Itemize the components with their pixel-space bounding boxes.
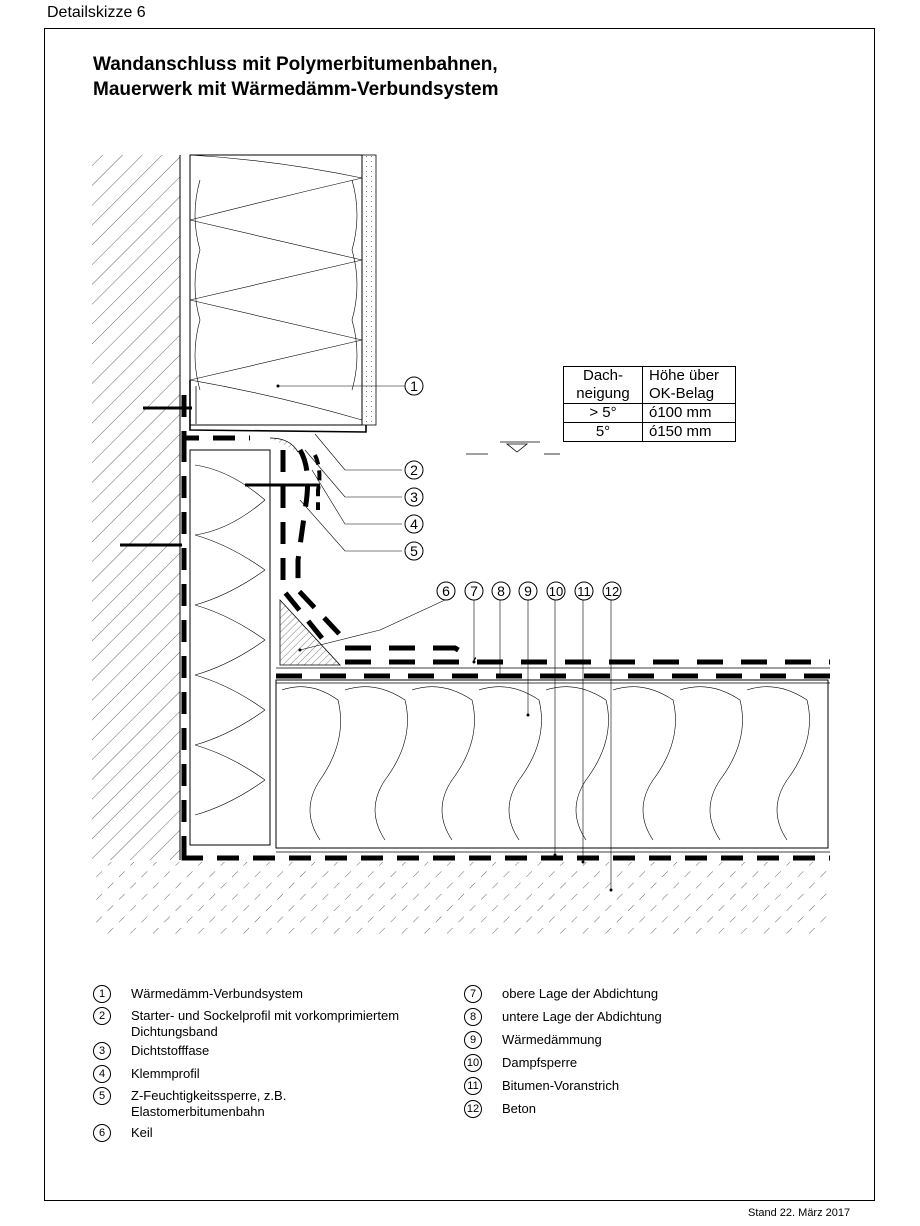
svg-text:12: 12 [605, 584, 619, 599]
legend-text: Bitumen-Voranstrich [502, 1078, 620, 1093]
callout-3: 3 [404, 487, 424, 507]
svg-text:9: 9 [524, 583, 532, 599]
leader-lines [278, 385, 612, 890]
legend-text: Beton [502, 1101, 536, 1116]
legend-text: obere Lage der Abdichtung [502, 986, 659, 1001]
svg-text:4: 4 [410, 516, 418, 532]
callout-2: 2 [404, 460, 424, 480]
legend-number: 8 [464, 1008, 482, 1026]
legend-number: 10 [464, 1054, 482, 1072]
callout-1: 1 [404, 376, 424, 396]
drawing-title: Wandanschluss mit Polymerbitumenbahnen, … [93, 52, 498, 102]
callout-8: 8 [491, 581, 511, 601]
moisture-barrier [181, 395, 830, 861]
callout-4: 4 [404, 514, 424, 534]
table-cell-slope: > 5° [563, 403, 643, 423]
callout-11: 11 [574, 581, 594, 601]
table-row: > 5° ó100 mm [563, 403, 736, 423]
legend-text: Keil [131, 1125, 153, 1140]
table-cell-height: ó150 mm [642, 422, 736, 442]
legend-text: untere Lage der Abdichtung [502, 1009, 662, 1024]
sheet-label: Detailskizze 6 [47, 4, 146, 21]
table-row: 5° ó150 mm [563, 422, 736, 442]
legend-text-2: Dichtungsband [131, 1024, 218, 1039]
perimeter-insulation [189, 449, 271, 846]
roof-insulation [275, 679, 829, 849]
leader-dots [276, 384, 613, 892]
legend-text: Z-Feuchtigkeitssperre, z.B. [131, 1088, 287, 1103]
legend-text: Klemmprofil [131, 1066, 200, 1081]
callouts: 1 2 3 4 5 6 7 8 9 10 11 12 [404, 376, 622, 601]
table-cell-slope: 5° [563, 422, 643, 442]
svg-text:7: 7 [470, 583, 478, 599]
legend-text: Dampfsperre [502, 1055, 578, 1070]
callout-12: 12 [602, 581, 622, 601]
table-header-slope: Dach-neigung [563, 366, 643, 404]
table-cell-height: ó100 mm [642, 403, 736, 423]
title-line-2: Mauerwerk mit Wärmedämm-Verbundsystem [93, 79, 499, 100]
callout-7: 7 [464, 581, 484, 601]
legend-number: 6 [93, 1124, 111, 1142]
svg-text:2: 2 [410, 462, 418, 478]
svg-text:11: 11 [577, 584, 591, 599]
svg-text:6: 6 [442, 583, 450, 599]
svg-text:3: 3 [410, 489, 418, 505]
legend-text: Starter- und Sockelprofil mit vorkomprim… [131, 1008, 400, 1023]
roof-waterproofing [276, 645, 830, 853]
legend-text: Wärmedämm-Verbundsystem [131, 986, 303, 1001]
svg-text:1: 1 [410, 378, 418, 394]
svg-text:5: 5 [410, 543, 418, 559]
callout-9: 9 [518, 581, 538, 601]
svg-text:8: 8 [497, 583, 505, 599]
callout-10: 10 [546, 581, 566, 601]
concrete-slab [92, 862, 828, 934]
legend-number: 11 [464, 1077, 482, 1095]
legend-text: Wärmedämmung [502, 1032, 602, 1047]
level-marker [466, 441, 560, 455]
legend-number: 5 [93, 1087, 111, 1105]
legend-number: 4 [93, 1065, 111, 1083]
legend-text-2: Elastomerbitumenbahn [131, 1104, 265, 1119]
svg-text:10: 10 [549, 584, 563, 599]
legend-number: 9 [464, 1031, 482, 1049]
wedge [279, 598, 341, 666]
legend-number: 3 [93, 1042, 111, 1060]
masonry-wall [92, 155, 181, 860]
legend-text: Dichtstofffase [131, 1043, 210, 1058]
callout-5: 5 [404, 541, 424, 561]
legend-number: 2 [93, 1007, 111, 1025]
revision-date: Stand 22. März 2017 [748, 1207, 851, 1219]
legend-number: 1 [93, 985, 111, 1003]
title-line-1: Wandanschluss mit Polymerbitumenbahnen, [93, 54, 498, 75]
drawing-frame [44, 28, 875, 1201]
legend-number: 12 [464, 1100, 482, 1118]
wdvs-insulation [189, 154, 377, 426]
callout-6: 6 [436, 581, 456, 601]
legend-number: 7 [464, 985, 482, 1003]
upturn-waterproofing [269, 437, 347, 650]
